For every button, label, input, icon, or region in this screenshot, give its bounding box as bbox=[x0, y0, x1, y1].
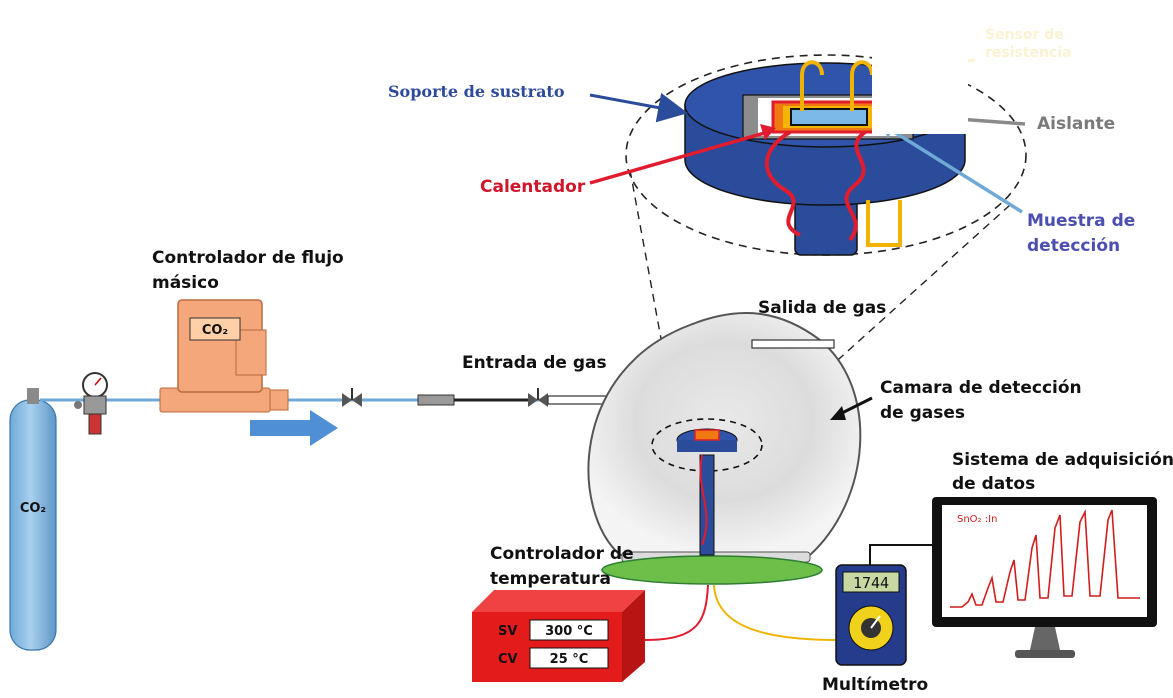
label-salida-gas: Salida de gas bbox=[758, 298, 887, 318]
label-muestra-deteccion-1: Muestra de bbox=[1027, 211, 1136, 231]
arrow-chamber-head bbox=[830, 406, 846, 420]
black-cable bbox=[869, 544, 936, 565]
cv-value: 25 °C bbox=[550, 652, 589, 667]
pressure-regulator bbox=[74, 372, 108, 435]
cv-label: CV bbox=[498, 652, 518, 667]
arrow-calentador bbox=[589, 130, 769, 185]
label-controlador-flujo-1: Controlador de flujo bbox=[152, 248, 344, 268]
label-controlador-temp-1: Controlador de bbox=[490, 544, 634, 564]
cylinder-label: CO₂ bbox=[20, 501, 46, 516]
holder-dashed-ellipse bbox=[651, 418, 763, 472]
red-cable bbox=[644, 584, 709, 641]
arrow-muestra bbox=[887, 126, 1023, 214]
yellow-cable bbox=[713, 584, 839, 641]
label-calentador: Calentador bbox=[480, 177, 586, 197]
substrate-holder-mini bbox=[676, 428, 738, 556]
multimeter: 1744 bbox=[835, 564, 907, 666]
outlet-tube bbox=[751, 339, 835, 349]
label-muestra-deteccion-2: detección bbox=[1027, 236, 1121, 256]
label-controlador-temp-2: temperatura bbox=[490, 569, 612, 589]
label-sistema-adquisicion-1: Sistema de adquisición bbox=[952, 450, 1173, 470]
monitor: SnO₂ :In bbox=[932, 497, 1157, 658]
valve-2 bbox=[528, 388, 548, 407]
label-controlador-flujo-2: másico bbox=[152, 273, 219, 293]
arrow-soporte bbox=[589, 92, 688, 123]
label-sensor-mask-2 bbox=[968, 14, 1088, 72]
label-soporte-sustrato: Soporte de sustrato bbox=[388, 82, 565, 101]
label-multimetro: Multímetro bbox=[822, 675, 929, 695]
arrow-calentador-head bbox=[760, 124, 776, 140]
temperature-controller: SV CV 300 °C 25 °C bbox=[472, 590, 645, 682]
flow-direction-arrow bbox=[250, 410, 338, 446]
multimeter-display: 1744 bbox=[853, 574, 889, 592]
sv-label: SV bbox=[498, 624, 517, 639]
mfc-label: CO₂ bbox=[202, 323, 228, 338]
sv-value: 300 °C bbox=[545, 624, 593, 639]
response-curve bbox=[950, 508, 1140, 608]
monitor-chart-title: SnO₂ :In bbox=[957, 514, 997, 525]
label-sensor-mask bbox=[872, 14, 968, 134]
label-camara-1: Camara de detección bbox=[880, 378, 1082, 398]
valve-1 bbox=[342, 388, 362, 407]
label-aislante: Aislante bbox=[1037, 114, 1116, 134]
co2-cylinder: CO₂ bbox=[9, 388, 57, 651]
mass-flow-controller: CO₂ bbox=[159, 299, 289, 413]
label-entrada-gas: Entrada de gas bbox=[462, 353, 607, 373]
label-camara-2: de gases bbox=[880, 403, 966, 423]
label-sistema-adquisicion-2: de datos bbox=[952, 474, 1036, 494]
gas-filter bbox=[417, 394, 455, 406]
